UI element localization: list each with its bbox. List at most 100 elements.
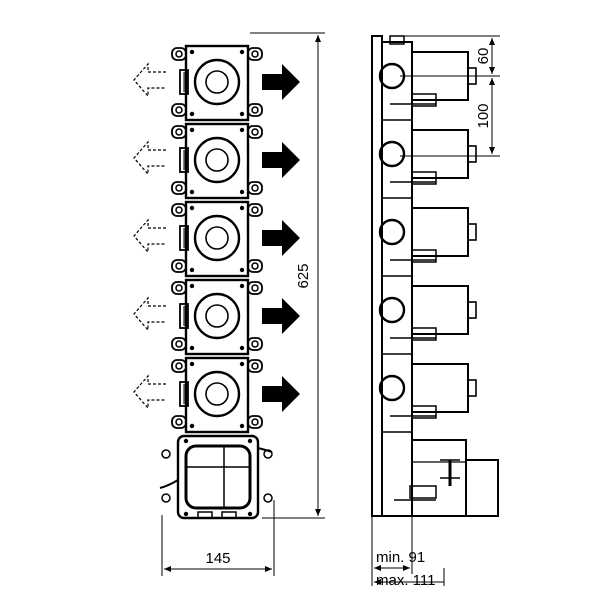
dashed-outlet-arrow xyxy=(133,374,166,410)
side-body xyxy=(411,207,469,257)
outlet-arrow xyxy=(262,142,300,178)
front-module-1 xyxy=(133,44,300,122)
screw-hole xyxy=(251,284,259,292)
dimension-total-height: 625 xyxy=(295,263,312,288)
screw-hole xyxy=(175,418,183,426)
corner-dot xyxy=(239,49,245,55)
front-module-5 xyxy=(133,356,300,434)
side-port xyxy=(179,225,189,251)
mount-lug xyxy=(171,203,187,217)
side-spindle xyxy=(467,223,477,241)
screw-hole xyxy=(251,50,259,58)
corner-dot xyxy=(239,267,245,273)
mount-lug xyxy=(247,337,263,351)
corner-dot xyxy=(239,423,245,429)
mount-lug xyxy=(247,259,263,273)
corner-dot xyxy=(189,267,195,273)
valve-ring xyxy=(193,58,241,106)
outlet-arrow xyxy=(262,64,300,100)
screw-hole xyxy=(251,262,259,270)
mount-lug xyxy=(171,103,187,117)
mount-lug xyxy=(247,103,263,117)
corner-dot xyxy=(239,205,245,211)
side-outlet xyxy=(411,93,437,107)
screw-hole xyxy=(251,184,259,192)
side-outlet xyxy=(411,171,437,185)
outlet-arrow xyxy=(262,220,300,256)
module-body xyxy=(184,200,250,278)
valve-ring xyxy=(193,214,241,262)
valve-ring xyxy=(193,370,241,418)
screw-hole xyxy=(251,340,259,348)
module-body xyxy=(184,122,250,200)
valve-core xyxy=(205,226,229,250)
screw-hole xyxy=(175,184,183,192)
screw-hole xyxy=(175,362,183,370)
screw-hole xyxy=(251,106,259,114)
side-outlet xyxy=(411,405,437,419)
corner-dot xyxy=(189,111,195,117)
screw-hole xyxy=(175,206,183,214)
valve-core xyxy=(205,304,229,328)
corner-dot xyxy=(239,189,245,195)
side-port-circle xyxy=(378,296,406,324)
valve-ring xyxy=(193,292,241,340)
dashed-outlet-arrow xyxy=(133,140,166,176)
side-outlet xyxy=(411,249,437,263)
dimension-module-pitch: 100 xyxy=(475,103,492,128)
screw-hole xyxy=(251,206,259,214)
corner-dot xyxy=(239,361,245,367)
side-body xyxy=(411,129,469,179)
screw-hole xyxy=(251,418,259,426)
corner-dot xyxy=(189,127,195,133)
side-module-3 xyxy=(378,207,477,277)
corner-dot xyxy=(189,423,195,429)
screw-hole xyxy=(175,128,183,136)
side-body xyxy=(411,285,469,335)
side-spindle xyxy=(467,379,477,397)
side-base-module xyxy=(394,439,499,517)
side-module-5 xyxy=(378,363,477,433)
screw-hole xyxy=(175,50,183,58)
screw-hole xyxy=(175,284,183,292)
front-module-2 xyxy=(133,122,300,200)
dimension-depth-max: max. 111 xyxy=(376,572,435,589)
dimension-width: 145 xyxy=(205,550,230,567)
screw-hole xyxy=(251,362,259,370)
side-spindle xyxy=(467,301,477,319)
side-module-1 xyxy=(378,51,477,121)
mount-lug xyxy=(171,181,187,195)
front-module-4 xyxy=(133,278,300,356)
valve-core xyxy=(205,70,229,94)
mount-lug xyxy=(247,125,263,139)
side-module-2 xyxy=(378,129,477,199)
side-port xyxy=(179,381,189,407)
dashed-outlet-arrow xyxy=(133,218,166,254)
screw-hole xyxy=(175,340,183,348)
mount-lug xyxy=(171,281,187,295)
screw-hole xyxy=(251,128,259,136)
module-body xyxy=(184,44,250,122)
corner-dot xyxy=(239,127,245,133)
corner-dot xyxy=(189,49,195,55)
mount-lug xyxy=(247,359,263,373)
mount-lug xyxy=(247,203,263,217)
dimension-lines xyxy=(161,32,500,586)
corner-dot xyxy=(189,205,195,211)
mount-lug xyxy=(171,259,187,273)
side-module-4 xyxy=(378,285,477,355)
screw-hole xyxy=(175,262,183,270)
mount-lug xyxy=(247,281,263,295)
dashed-outlet-arrow xyxy=(133,296,166,332)
mount-lug xyxy=(171,359,187,373)
side-port-circle xyxy=(378,218,406,246)
mount-lug xyxy=(171,125,187,139)
front-base-module xyxy=(159,434,273,520)
front-module-3 xyxy=(133,200,300,278)
mount-lug xyxy=(171,47,187,61)
mount-lug xyxy=(171,337,187,351)
side-port-circle xyxy=(378,140,406,168)
corner-dot xyxy=(239,111,245,117)
module-body xyxy=(184,278,250,356)
